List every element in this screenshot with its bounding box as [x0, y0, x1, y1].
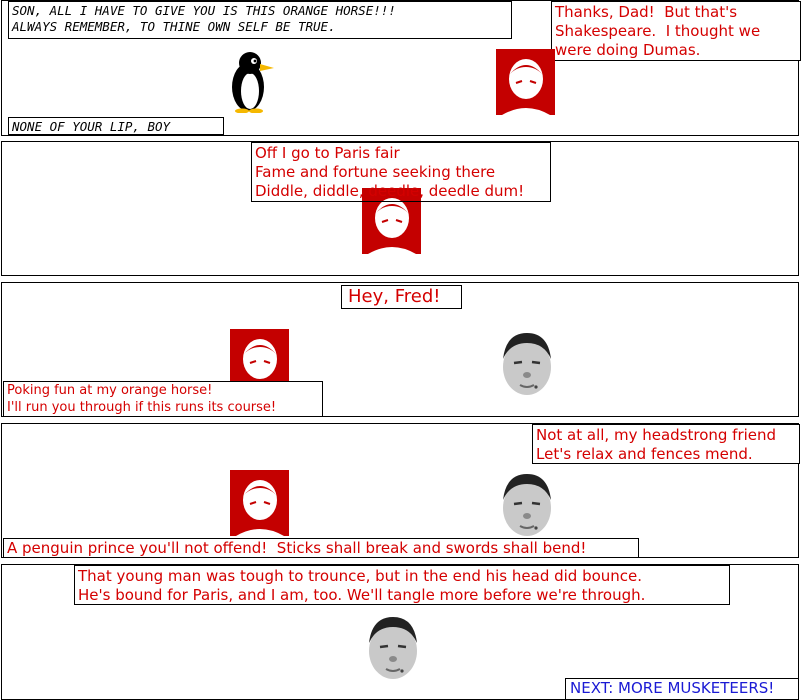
bald-man-portrait-icon	[362, 188, 421, 254]
comic-panel-4: Not at all, my headstrong friend Let's r…	[1, 423, 800, 558]
bald-man-portrait-icon	[230, 470, 289, 536]
dad-retort-caption: NONE OF YOUR LIP, BOY	[8, 117, 224, 135]
comic-panel-1: SON, ALL I HAVE TO GIVE YOU IS THIS ORAN…	[1, 0, 801, 136]
narration-bubble: That young man was tough to trounce, but…	[74, 565, 730, 605]
next-episode-label[interactable]: NEXT: MORE MUSKETEERS!	[565, 678, 799, 700]
mao-portrait-icon	[369, 617, 417, 679]
bald-man-portrait-icon	[496, 49, 555, 115]
son-reply-bubble: Thanks, Dad! But that's Shakespeare. I t…	[551, 1, 801, 61]
mao-portrait-icon	[503, 474, 551, 536]
comic-panel-3: Hey, Fred! Poking fun at my orange horse…	[1, 282, 799, 417]
song-bubble: Off I go to Paris fair Fame and fortune …	[251, 142, 551, 202]
taunt-bubble: Poking fun at my orange horse! I'll run …	[3, 381, 323, 417]
penguin-icon	[232, 52, 274, 113]
mao-portrait-icon	[503, 333, 551, 395]
retort-bubble: A penguin prince you'll not offend! Stic…	[3, 538, 639, 558]
comic-panel-5: That young man was tough to trounce, but…	[1, 564, 799, 700]
reply-bubble: Not at all, my headstrong friend Let's r…	[532, 424, 800, 464]
comic-panel-2: Off I go to Paris fair Fame and fortune …	[1, 141, 799, 276]
greeting-bubble: Hey, Fred!	[341, 285, 462, 309]
dad-caption: SON, ALL I HAVE TO GIVE YOU IS THIS ORAN…	[8, 1, 512, 39]
